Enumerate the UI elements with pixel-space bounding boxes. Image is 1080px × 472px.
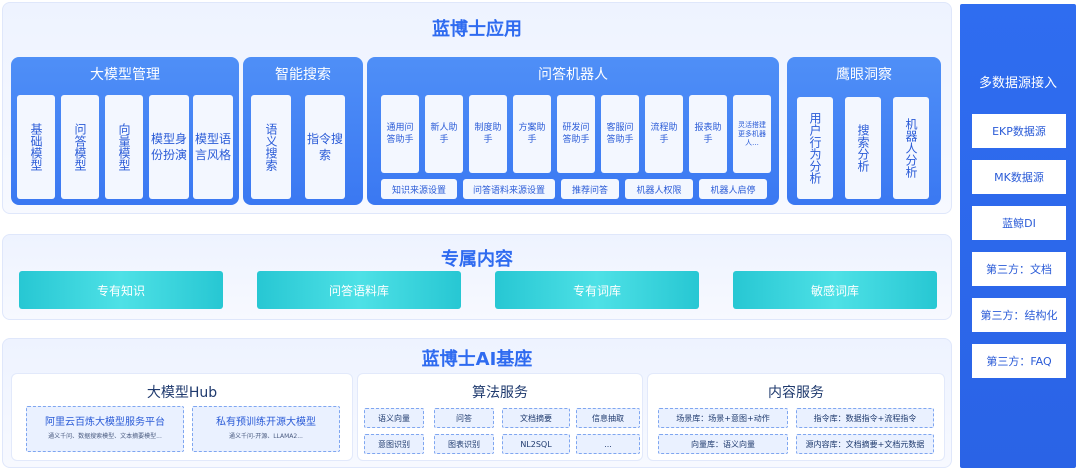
smart-search-title: 智能搜索 xyxy=(275,67,331,83)
robot-item[interactable]: 方案助手 xyxy=(513,95,551,173)
hub-card-sub: 通义千问、数据搜索模型、文本摘要模型... xyxy=(48,433,162,440)
exclusive-item[interactable]: 专有知识 xyxy=(19,271,223,309)
exclusive-item[interactable]: 敏感词库 xyxy=(733,271,937,309)
algorithm-box: 算法服务 语义向量 问答 文档摘要 信息抽取 意图识别 图表识别 NL2SQL … xyxy=(357,373,643,461)
algo-item[interactable]: 文档摘要 xyxy=(502,408,570,428)
robot-setting[interactable]: 机器人启停 xyxy=(699,179,767,199)
content-item[interactable]: 指令库：数据指令+流程指令 xyxy=(796,408,934,428)
algo-item[interactable]: 语义向量 xyxy=(364,408,424,428)
data-source-item[interactable]: 第三方：文档 xyxy=(972,252,1066,286)
data-source-item[interactable]: MK数据源 xyxy=(972,160,1066,194)
robot-item[interactable]: 报表助手 xyxy=(689,95,727,173)
content-item[interactable]: 源内容库：文档摘要+文档元数据 xyxy=(796,434,934,454)
algo-item[interactable]: 信息抽取 xyxy=(576,408,640,428)
robot-item[interactable]: 流程助手 xyxy=(645,95,683,173)
robot-item[interactable]: 客服问答助手 xyxy=(601,95,639,173)
robot-item[interactable]: 制度助手 xyxy=(469,95,507,173)
algo-item[interactable]: 问答 xyxy=(434,408,494,428)
smart-search-group: 智能搜索 语义搜索 指令搜索 xyxy=(243,57,363,205)
exclusive-item[interactable]: 专有词库 xyxy=(495,271,699,309)
data-source-item[interactable]: 蓝鲸DI xyxy=(972,206,1066,240)
exclusive-panel: 专属内容 专有知识 问答语料库 专有词库 敏感词库 xyxy=(2,234,952,320)
robot-item[interactable]: 研发问答助手 xyxy=(557,95,595,173)
hub-card-title: 私有预训练开源大模型 xyxy=(216,417,316,428)
robot-item[interactable]: 灵活搭建更多机器人... xyxy=(733,95,771,173)
app-panel: 蓝博士应用 大模型管理 基础模型 问答模型 向量模型 模型身份扮演 模型语言风格… xyxy=(2,2,952,214)
model-item[interactable]: 基础模型 xyxy=(17,95,55,199)
robot-setting[interactable]: 机器人权限 xyxy=(625,179,693,199)
content-item[interactable]: 向量库：语义向量 xyxy=(658,434,788,454)
qa-robot-title: 问答机器人 xyxy=(538,67,608,83)
robot-setting[interactable]: 推荐问答 xyxy=(561,179,619,199)
search-item[interactable]: 指令搜索 xyxy=(305,95,345,199)
model-hub-box: 大模型Hub 阿里云百炼大模型服务平台 通义千问、数据搜索模型、文本摘要模型..… xyxy=(11,373,353,461)
algorithm-title: 算法服务 xyxy=(472,385,528,401)
data-source-title: 多数据源接入 xyxy=(978,76,1057,91)
robot-setting[interactable]: 知识来源设置 xyxy=(381,179,457,199)
robot-setting[interactable]: 问答语料来源设置 xyxy=(463,179,555,199)
content-service-title: 内容服务 xyxy=(768,385,824,401)
hub-card-sub: 通义千问-开源、LLAMA2... xyxy=(229,433,303,440)
model-item[interactable]: 模型语言风格 xyxy=(193,95,233,199)
data-source-sidebar: 多数据源接入 EKP数据源 MK数据源 蓝鲸DI 第三方：文档 第三方：结构化 … xyxy=(960,4,1076,468)
eagle-eye-group: 鹰眼洞察 用户行为分析 搜索分析 机器人分析 xyxy=(787,57,941,205)
hub-card[interactable]: 阿里云百炼大模型服务平台 通义千问、数据搜索模型、文本摘要模型... xyxy=(26,406,184,452)
robot-item[interactable]: 通用问答助手 xyxy=(381,95,419,173)
eagle-eye-title: 鹰眼洞察 xyxy=(836,67,892,83)
algo-item[interactable]: 意图识别 xyxy=(364,434,424,454)
app-title: 蓝博士应用 xyxy=(432,19,522,40)
qa-robot-group: 问答机器人 通用问答助手 新人助手 制度助手 方案助手 研发问答助手 客服问答助… xyxy=(367,57,779,205)
model-hub-title: 大模型Hub xyxy=(146,385,218,401)
insight-item[interactable]: 机器人分析 xyxy=(893,97,929,199)
model-management-title: 大模型管理 xyxy=(90,67,160,83)
exclusive-title: 专属内容 xyxy=(441,249,513,270)
model-item[interactable]: 向量模型 xyxy=(105,95,143,199)
search-item[interactable]: 语义搜索 xyxy=(251,95,291,199)
insight-item[interactable]: 搜索分析 xyxy=(845,97,881,199)
algo-item[interactable]: NL2SQL xyxy=(502,434,570,454)
hub-card[interactable]: 私有预训练开源大模型 通义千问-开源、LLAMA2... xyxy=(192,406,340,452)
robot-item[interactable]: 新人助手 xyxy=(425,95,463,173)
model-item[interactable]: 问答模型 xyxy=(61,95,99,199)
model-item[interactable]: 模型身份扮演 xyxy=(149,95,189,199)
model-management-group: 大模型管理 基础模型 问答模型 向量模型 模型身份扮演 模型语言风格 xyxy=(11,57,239,205)
algo-item[interactable]: 图表识别 xyxy=(434,434,494,454)
hub-card-title: 阿里云百炼大模型服务平台 xyxy=(45,417,165,428)
data-source-item[interactable]: 第三方：结构化 xyxy=(972,298,1066,332)
exclusive-item[interactable]: 问答语料库 xyxy=(257,271,461,309)
data-source-item[interactable]: EKP数据源 xyxy=(972,114,1066,148)
data-source-item[interactable]: 第三方：FAQ xyxy=(972,344,1066,378)
ai-base-title: 蓝博士AI基座 xyxy=(421,349,533,370)
ai-base-panel: 蓝博士AI基座 大模型Hub 阿里云百炼大模型服务平台 通义千问、数据搜索模型、… xyxy=(2,338,952,468)
content-item[interactable]: 场景库：场景+意图+动作 xyxy=(658,408,788,428)
content-service-box: 内容服务 场景库：场景+意图+动作 指令库：数据指令+流程指令 向量库：语义向量… xyxy=(647,373,945,461)
insight-item[interactable]: 用户行为分析 xyxy=(797,97,833,199)
algo-item[interactable]: ... xyxy=(576,434,640,454)
